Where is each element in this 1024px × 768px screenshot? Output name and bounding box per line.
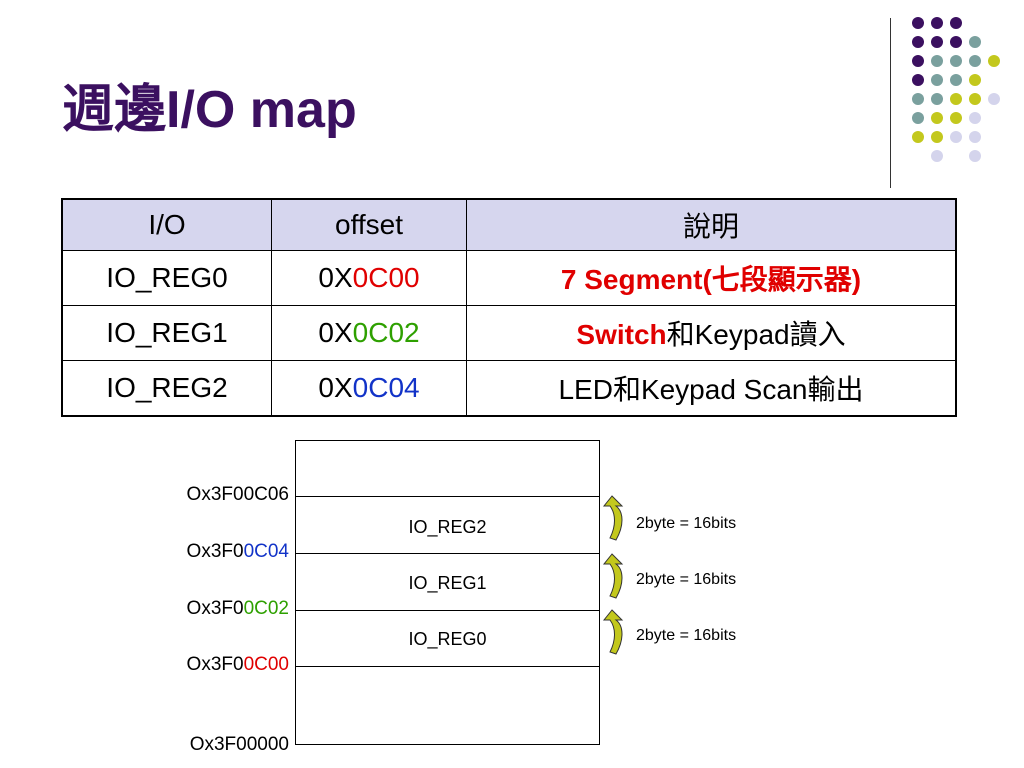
boundary-line-0c02 bbox=[295, 610, 600, 611]
slide-title: 週邊I/O map bbox=[62, 81, 357, 139]
address-label: Ox3F00C04 bbox=[186, 541, 289, 562]
memory-map-box bbox=[295, 440, 600, 745]
address-label: Ox3F00C02 bbox=[186, 598, 289, 619]
size-label: 2byte = 16bits bbox=[636, 515, 737, 532]
size-label: 2byte = 16bits bbox=[636, 571, 737, 588]
table-row: IO_REG2 0X0C04 LED和Keypad Scan輸出 bbox=[61, 360, 957, 417]
io-cell: IO_REG2 bbox=[61, 360, 272, 417]
table-header-row: I/O offset 說明 bbox=[61, 198, 957, 251]
io-cell: IO_REG0 bbox=[61, 250, 272, 306]
curved-arrow-icon bbox=[602, 495, 624, 541]
io-register-table: I/O offset 說明 IO_REG0 0X0C00 7 Segment(七… bbox=[61, 198, 957, 417]
boundary-line-0c00 bbox=[295, 666, 600, 667]
region-label-reg2: IO_REG2 bbox=[408, 517, 487, 537]
region-label-reg0: IO_REG0 bbox=[408, 629, 487, 649]
table-row: IO_REG1 0X0C02 Switch和Keypad讀入 bbox=[61, 305, 957, 361]
boundary-line-0c04 bbox=[295, 553, 600, 554]
region-label-reg1: IO_REG1 bbox=[408, 573, 487, 593]
header-io: I/O bbox=[61, 198, 272, 251]
address-label: Ox3F00C00 bbox=[186, 654, 289, 675]
curved-arrow-icon bbox=[602, 609, 624, 655]
decorative-vertical-rule bbox=[890, 18, 891, 188]
offset-cell: 0X0C04 bbox=[271, 360, 467, 417]
table-row: IO_REG0 0X0C00 7 Segment(七段顯示器) bbox=[61, 250, 957, 306]
io-cell: IO_REG1 bbox=[61, 305, 272, 361]
description-cell: Switch和Keypad讀入 bbox=[466, 305, 957, 361]
address-label: Ox3F00C06 bbox=[186, 484, 289, 505]
offset-cell: 0X0C02 bbox=[271, 305, 467, 361]
offset-cell: 0X0C00 bbox=[271, 250, 467, 306]
boundary-line-0c06 bbox=[295, 496, 600, 497]
description-cell: LED和Keypad Scan輸出 bbox=[466, 360, 957, 417]
header-offset: offset bbox=[271, 198, 467, 251]
address-label: Ox3F00000 bbox=[189, 734, 289, 755]
size-label: 2byte = 16bits bbox=[636, 627, 737, 644]
curved-arrow-icon bbox=[602, 553, 624, 599]
description-cell: 7 Segment(七段顯示器) bbox=[466, 250, 957, 306]
header-description: 說明 bbox=[466, 198, 957, 251]
